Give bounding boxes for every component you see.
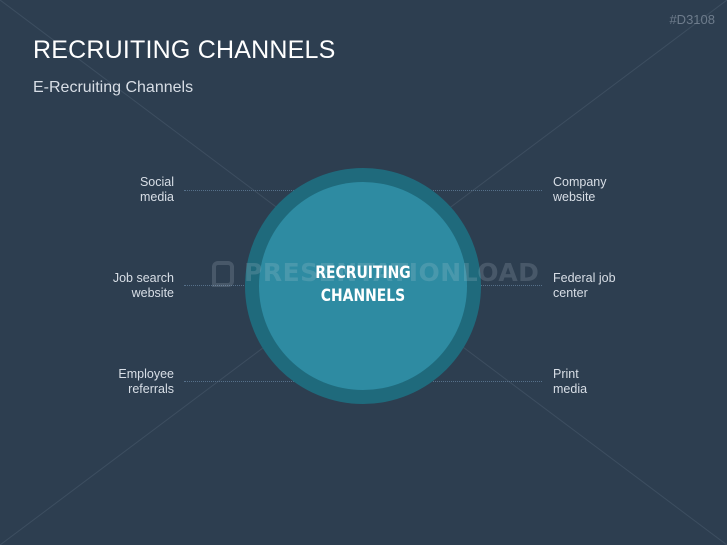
page-title: RECRUITING CHANNELS [33,36,336,64]
channel-federal-job-center: Federal job center [553,271,673,301]
channel-label-line2: website [131,286,174,300]
channel-job-search-website: Job search website [54,271,174,301]
center-label: RECRUITING CHANNELS [278,262,449,308]
connector-company-website [430,190,542,191]
watermark: PRESENTATIONLOAD [212,258,539,287]
channel-label-line2: media [139,190,174,204]
channel-employee-referrals: Employee referrals [54,367,174,397]
channel-label-line1: Employee [118,367,174,381]
page-subtitle: E-Recruiting Channels [33,79,194,96]
channel-label-line2: media [553,382,588,396]
slide-code: #D3108 [669,12,715,27]
channel-label-line2: center [553,286,588,300]
watermark-text: PRESENTATIONLOAD [244,258,540,287]
center-label-line1: RECRUITING [315,263,411,283]
inner-circle [259,182,467,390]
connector-employee-referrals [184,381,296,382]
channel-label-line1: Social [139,175,174,189]
channel-label-line1: Company [553,175,607,189]
channel-label-line1: Job search [112,271,174,285]
channel-print-media: Print media [553,367,673,397]
center-label-line2: CHANNELS [320,286,406,306]
channel-label-line1: Print [553,367,579,381]
channel-social-media: Social media [54,175,174,205]
channel-label-line1: Federal job [553,271,616,285]
channel-label-line2: referrals [128,382,174,396]
connector-print-media [430,381,542,382]
channel-label-line2: website [553,190,596,204]
channel-company-website: Company website [553,175,673,205]
connector-federal-job [481,285,542,286]
connector-social-media [184,190,296,191]
watermark-logo-icon [212,261,234,287]
